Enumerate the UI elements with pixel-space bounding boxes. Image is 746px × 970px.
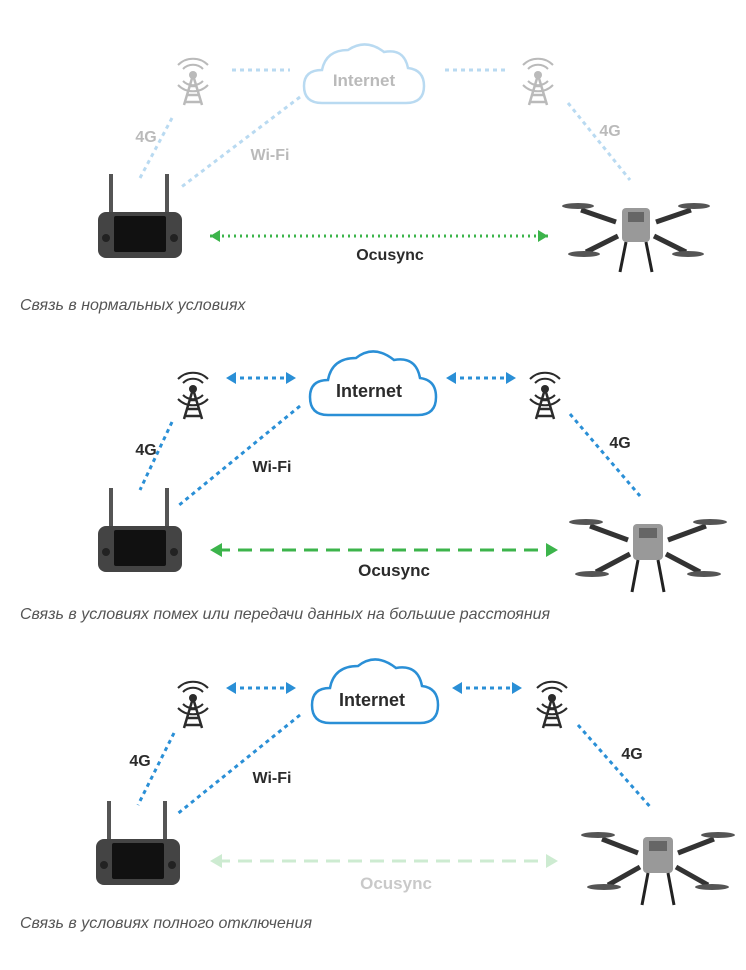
wifi-label: Wi-Fi bbox=[251, 147, 290, 164]
wifi-label: Wi-Fi bbox=[253, 459, 292, 476]
scenario-caption: Связь в условиях полного отключения bbox=[20, 915, 313, 932]
scenario-diagram: Internet 4G Wi-Fi 4G bbox=[98, 43, 710, 273]
scenario-disconnected: Internet 4G Wi-Fi 4G bbox=[0, 625, 746, 945]
remote-controller-icon bbox=[98, 488, 182, 572]
remote-controller-icon bbox=[98, 174, 182, 258]
cellular-label: 4G bbox=[129, 753, 150, 770]
ocusync-label: Ocusync bbox=[356, 247, 424, 264]
radio-tower-icon bbox=[536, 680, 568, 729]
cellular-label: 4G bbox=[609, 435, 630, 452]
scenario-caption: Связь в нормальных условиях bbox=[20, 297, 246, 314]
radio-tower-icon bbox=[177, 680, 209, 729]
internet-label: Internet bbox=[333, 71, 396, 90]
remote-controller-icon bbox=[96, 801, 180, 885]
cellular-label: 4G bbox=[135, 129, 156, 146]
radio-tower-icon bbox=[529, 371, 561, 420]
drone-icon bbox=[562, 203, 710, 273]
radio-tower-icon bbox=[177, 371, 209, 420]
network-group: Internet 4G Wi-Fi 4G bbox=[129, 658, 654, 817]
wifi-label: Wi-Fi bbox=[253, 770, 292, 787]
link-arrows bbox=[138, 376, 642, 508]
network-group: Internet 4G Wi-Fi 4G bbox=[135, 350, 642, 508]
cloud-icon bbox=[302, 43, 426, 105]
cellular-label: 4G bbox=[599, 123, 620, 140]
cellular-label: 4G bbox=[135, 442, 156, 459]
ocusync-group: Ocusync bbox=[210, 854, 558, 893]
link-arrows bbox=[136, 686, 654, 817]
internet-label: Internet bbox=[336, 381, 402, 401]
network-group: Internet 4G Wi-Fi 4G bbox=[135, 43, 632, 190]
scenario-diagram: Internet 4G Wi-Fi 4G bbox=[96, 658, 735, 906]
radio-tower-icon bbox=[522, 57, 554, 106]
ocusync-label: Ocusync bbox=[360, 874, 432, 893]
cloud-icon bbox=[310, 658, 440, 725]
drone-icon bbox=[581, 832, 735, 906]
link-arrows bbox=[138, 68, 632, 190]
cellular-label: 4G bbox=[621, 746, 642, 763]
cloud-icon bbox=[308, 350, 438, 417]
scenario-interference: Internet 4G Wi-Fi 4G bbox=[0, 312, 746, 632]
scenario-diagram: Internet 4G Wi-Fi 4G bbox=[98, 350, 727, 593]
drone-icon bbox=[569, 519, 727, 593]
ocusync-label: Ocusync bbox=[358, 561, 430, 580]
scenario-normal: Internet 4G Wi-Fi 4G bbox=[0, 0, 746, 320]
radio-tower-icon bbox=[177, 57, 209, 106]
internet-label: Internet bbox=[339, 690, 405, 710]
scenario-caption: Связь в условиях помех или передачи данн… bbox=[20, 606, 551, 623]
